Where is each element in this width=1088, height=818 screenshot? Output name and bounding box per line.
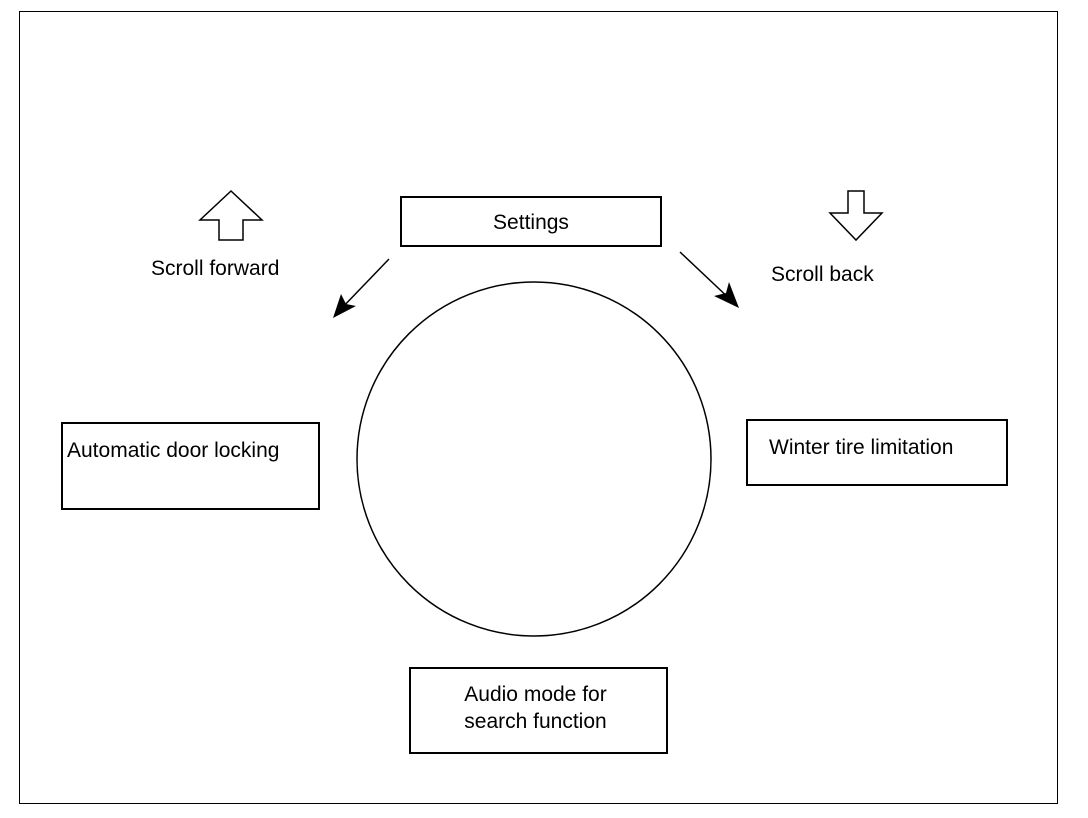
- settings-box[interactable]: Settings: [400, 196, 662, 247]
- connector-arrow-right: [679, 251, 739, 308]
- diagram-frame: [19, 11, 1058, 804]
- settings-label: Settings: [493, 211, 569, 234]
- automatic-door-locking-label: Automatic door locking: [67, 439, 280, 462]
- scroll-forward-label: Scroll forward: [151, 257, 280, 280]
- up-arrow-outline-icon: [198, 189, 264, 241]
- winter-tire-limitation-label: Winter tire limitation: [769, 436, 954, 459]
- down-arrow-outline-icon: [828, 190, 884, 242]
- automatic-door-locking-box[interactable]: Automatic door locking: [61, 422, 320, 510]
- scroll-back-label: Scroll back: [771, 263, 874, 286]
- audio-mode-label-line2: search function: [464, 710, 607, 733]
- audio-mode-search-box[interactable]: Audio mode for search function: [409, 667, 668, 754]
- rotary-ring: [356, 281, 712, 637]
- connector-arrow-left: [333, 258, 390, 318]
- winter-tire-limitation-box[interactable]: Winter tire limitation: [746, 419, 1008, 486]
- audio-mode-label-line1: Audio mode for: [464, 683, 607, 706]
